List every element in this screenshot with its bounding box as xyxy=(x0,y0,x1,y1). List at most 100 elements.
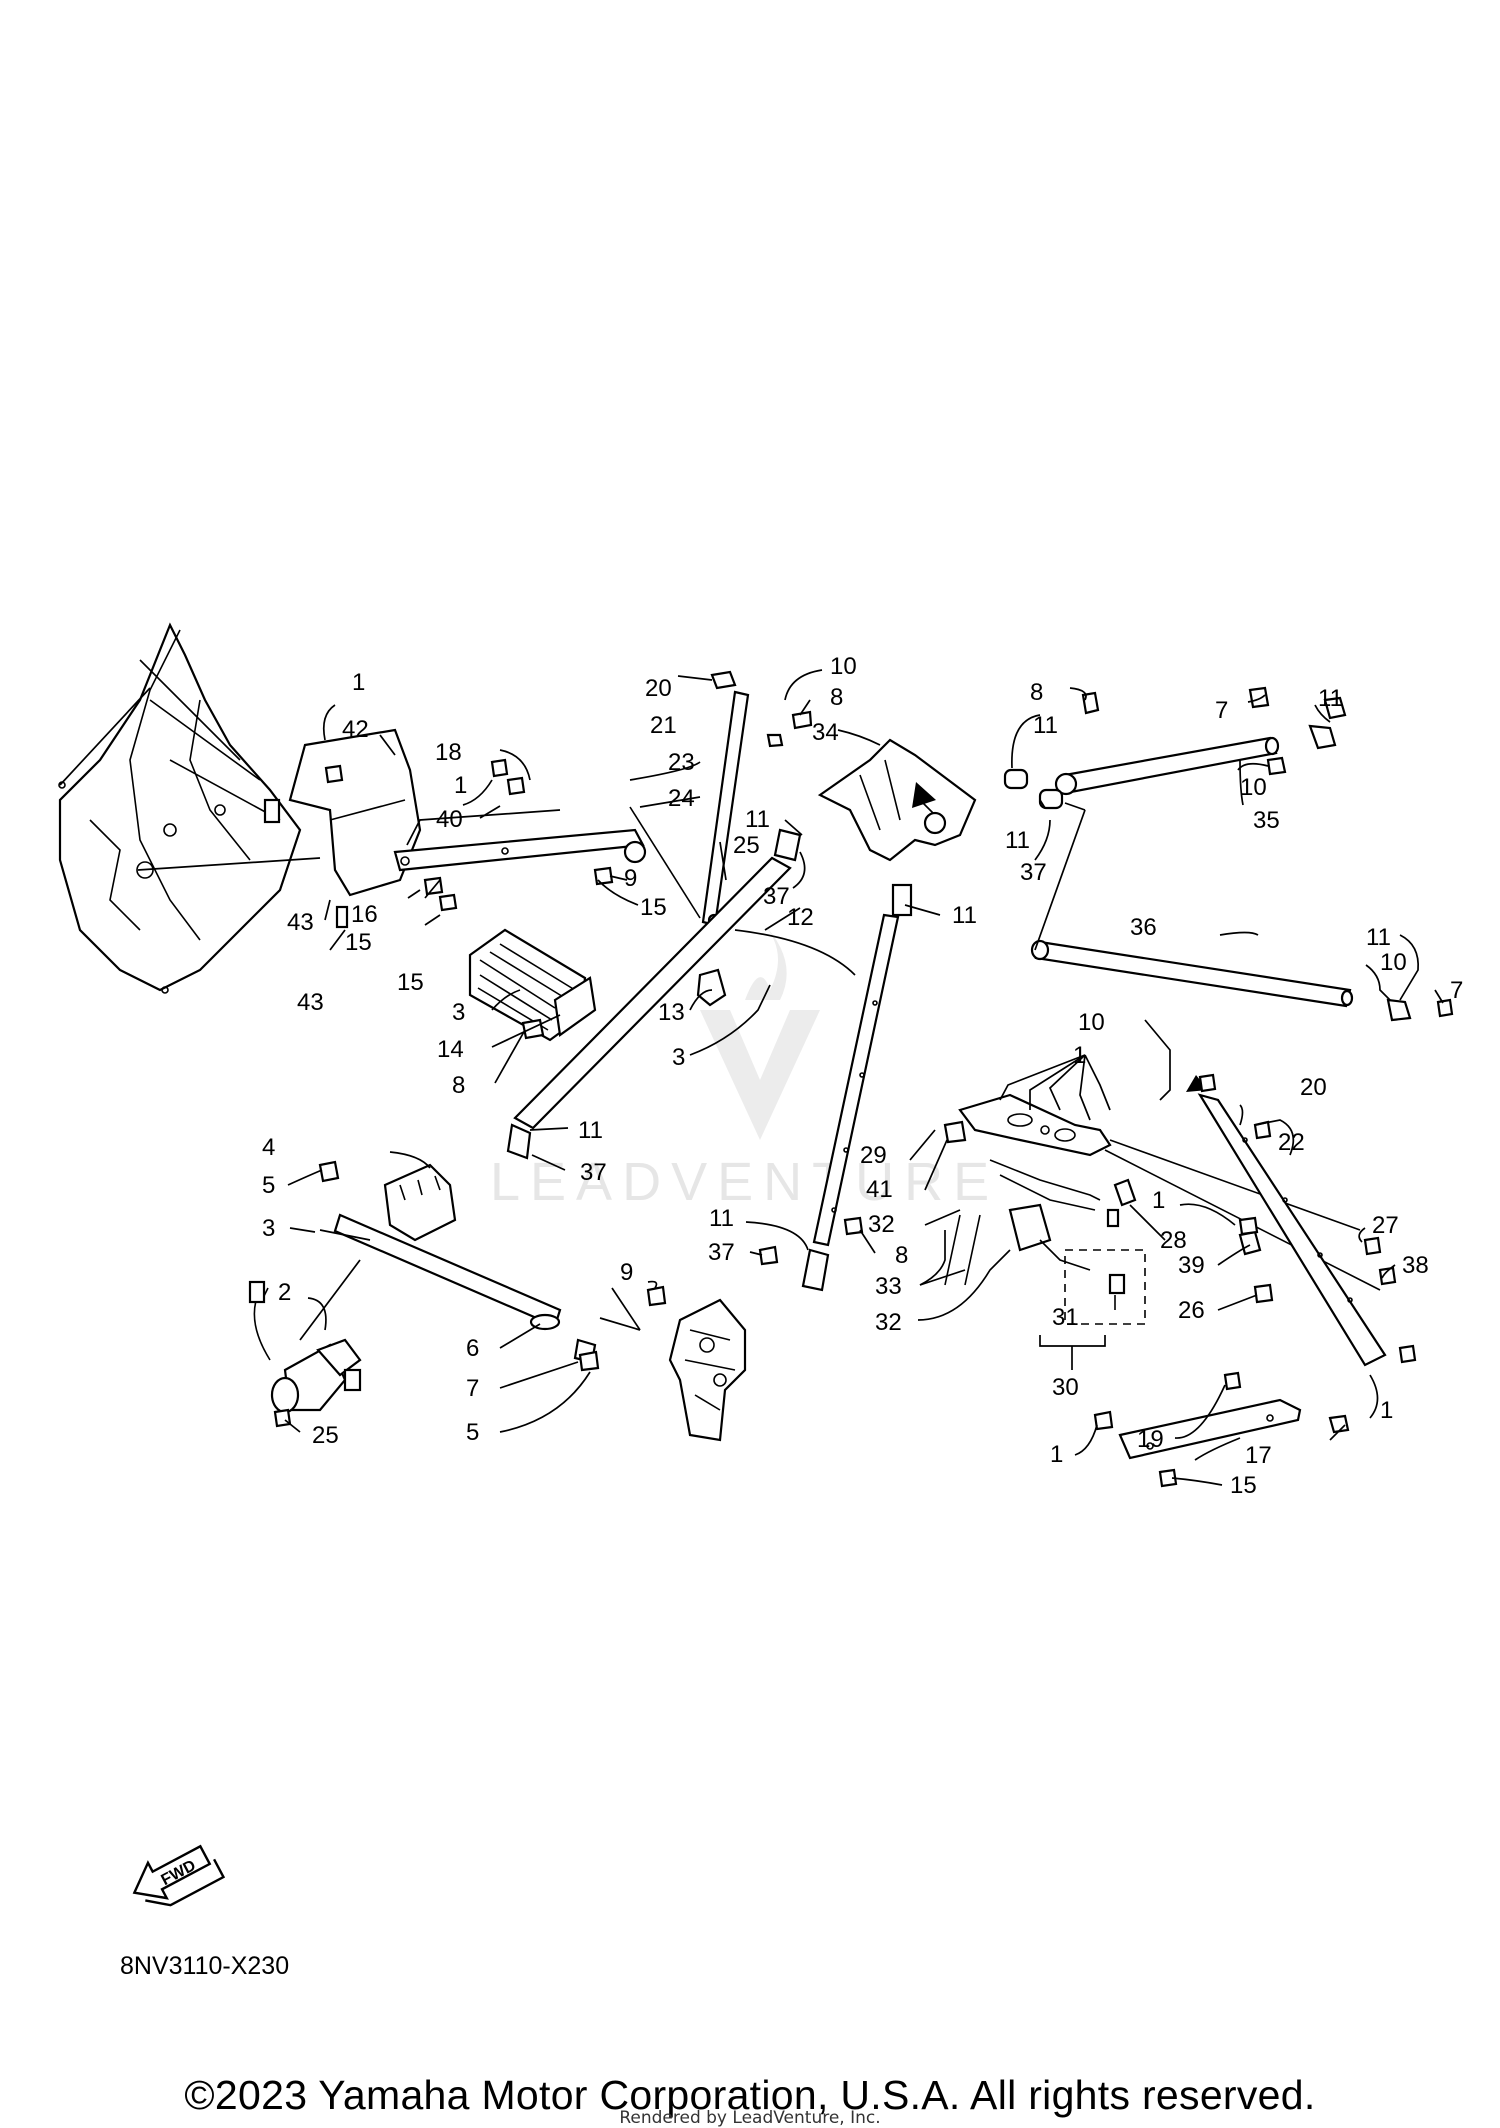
callout-8: 8 xyxy=(452,1072,465,1099)
fwd-arrow-icon: FWD xyxy=(132,1844,226,1907)
callout-43: 43 xyxy=(297,989,324,1016)
callout-5: 5 xyxy=(262,1172,275,1199)
callout-29: 29 xyxy=(860,1142,887,1169)
callout-2: 2 xyxy=(278,1279,291,1306)
callout-37: 37 xyxy=(1020,859,1047,886)
callout-37: 37 xyxy=(763,883,790,910)
pump-assembly-2 xyxy=(248,1280,362,1414)
callout-17: 17 xyxy=(1245,1442,1272,1469)
callout-9: 9 xyxy=(620,1259,633,1286)
callout-10: 10 xyxy=(1078,1009,1105,1036)
callout-11: 11 xyxy=(745,806,770,833)
callout-11: 11 xyxy=(1005,827,1030,854)
panel-42 xyxy=(263,728,422,929)
callout-1: 1 xyxy=(352,669,365,696)
callout-36: 36 xyxy=(1130,914,1157,941)
callout-1: 1 xyxy=(1073,1042,1086,1069)
callout-37: 37 xyxy=(580,1159,607,1186)
callout-15: 15 xyxy=(345,929,372,956)
callout-19: 19 xyxy=(1137,1426,1164,1453)
callout-1: 1 xyxy=(1380,1397,1393,1424)
fasteners xyxy=(273,670,1454,1488)
callout-11: 11 xyxy=(1318,685,1343,712)
callout-8: 8 xyxy=(895,1242,908,1269)
part-28 xyxy=(1113,1178,1137,1207)
watermark-logo-icon xyxy=(700,920,820,1140)
callout-43: 43 xyxy=(287,909,314,936)
callout-1: 1 xyxy=(1152,1187,1165,1214)
leader-lines xyxy=(284,669,1444,1486)
callout-1: 1 xyxy=(1050,1441,1063,1468)
callout-7: 7 xyxy=(1450,977,1463,1004)
callout-4: 4 xyxy=(262,1134,275,1161)
callout-12: 12 xyxy=(787,904,814,931)
callout-10: 10 xyxy=(1240,774,1267,801)
callout-31: 31 xyxy=(1052,1304,1079,1331)
callout-11: 11 xyxy=(1366,924,1391,951)
rail-17 xyxy=(1118,1398,1350,1460)
tube-35 xyxy=(1003,724,1337,810)
callout-28: 28 xyxy=(1160,1227,1187,1254)
callout-22: 22 xyxy=(1278,1129,1305,1156)
callout-20: 20 xyxy=(1300,1074,1327,1101)
callout-20: 20 xyxy=(645,675,672,702)
callout-37: 37 xyxy=(708,1239,735,1266)
frame-rail-22 xyxy=(1186,1075,1387,1367)
front-panel-assembly xyxy=(58,622,321,994)
tube-36 xyxy=(1030,802,1412,1022)
callout-3: 3 xyxy=(262,1215,275,1242)
callout-1: 1 xyxy=(454,772,467,799)
callout-32: 32 xyxy=(875,1309,902,1336)
callout-25: 25 xyxy=(733,832,760,859)
diagram-code: 8NV3110-X230 xyxy=(120,1952,290,1980)
callout-15: 15 xyxy=(397,969,424,996)
callout-34: 34 xyxy=(812,719,839,746)
callout-25: 25 xyxy=(312,1422,339,1449)
callout-32: 32 xyxy=(868,1211,895,1238)
callout-5: 5 xyxy=(466,1419,479,1446)
callout-30: 30 xyxy=(1052,1374,1079,1401)
clamp-13 xyxy=(696,968,727,1007)
callout-11: 11 xyxy=(952,902,977,929)
callout-24: 24 xyxy=(668,785,695,812)
callout-15: 15 xyxy=(640,894,667,921)
callout-9: 9 xyxy=(624,865,637,892)
callout-10: 10 xyxy=(830,653,857,680)
callout-11: 11 xyxy=(578,1117,603,1144)
callout-41: 41 xyxy=(866,1176,893,1203)
frame-bracket xyxy=(599,1287,747,1442)
watermark-text: LEADVENTURE xyxy=(490,1152,999,1212)
rectifier-14 xyxy=(468,928,597,1042)
callout-8: 8 xyxy=(1030,679,1043,706)
wire-harness-32 xyxy=(944,1159,1146,1325)
steering-column-34 xyxy=(817,738,977,862)
callout-7: 7 xyxy=(466,1375,479,1402)
support-bar-16 xyxy=(393,809,647,872)
steering-shaft-12 xyxy=(506,828,802,1160)
watermark: LEADVENTURE xyxy=(490,920,999,1212)
callout-21: 21 xyxy=(650,712,677,739)
callout-39: 39 xyxy=(1178,1252,1205,1279)
callout-6: 6 xyxy=(466,1335,479,1362)
callout-27: 27 xyxy=(1372,1212,1399,1239)
callout-23: 23 xyxy=(668,749,695,776)
callout-35: 35 xyxy=(1253,807,1280,834)
brace-24 xyxy=(629,806,701,919)
copyright-notice: ©2023 Yamaha Motor Corporation, U.S.A. A… xyxy=(184,2072,1316,2118)
callout-8: 8 xyxy=(830,684,843,711)
bracket-4 xyxy=(383,1163,457,1242)
callout-11: 11 xyxy=(709,1205,734,1232)
callout-26: 26 xyxy=(1178,1297,1205,1324)
callout-3: 3 xyxy=(452,999,465,1026)
column-tube xyxy=(801,883,913,1292)
callout-3: 3 xyxy=(672,1044,685,1071)
callout-labels: 1 42 43 43 18 1 40 16 15 15 15 9 20 21 2… xyxy=(262,653,1463,1499)
callout-14: 14 xyxy=(437,1036,464,1063)
callout-16: 16 xyxy=(351,901,378,928)
callout-7: 7 xyxy=(1215,697,1228,724)
callout-33: 33 xyxy=(875,1273,902,1300)
callout-11: 11 xyxy=(1033,712,1058,739)
callout-38: 38 xyxy=(1402,1252,1429,1279)
callout-42: 42 xyxy=(342,716,369,743)
